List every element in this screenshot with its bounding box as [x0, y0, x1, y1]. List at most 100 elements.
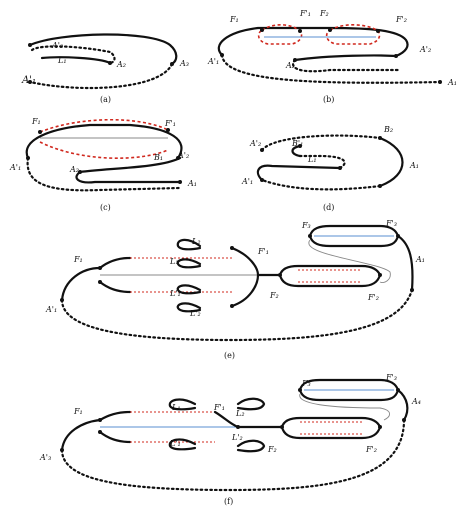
panel-e-point	[60, 298, 64, 302]
label-e-L2p: L'₂	[189, 309, 201, 318]
panel-b-outer-solid-curve	[217, 26, 409, 58]
panel-d-lower-dotted-curve	[260, 178, 382, 191]
panel-e-right-lens-lower	[278, 273, 382, 288]
label-f-F1: F₁	[73, 407, 83, 416]
panel-e-right-red	[298, 269, 362, 283]
caption-a: (a)	[100, 95, 111, 104]
panel-e-L2-loop	[176, 238, 202, 251]
label-f-F2p: F'₂	[365, 445, 377, 454]
label-e-F3: F₃	[301, 221, 311, 230]
label-a-L1: L₁	[57, 56, 67, 65]
panel-a-point	[108, 61, 112, 65]
panel-f-point	[378, 425, 382, 429]
panel-f-right-lens-lower	[280, 425, 382, 440]
panel-d-left-solid-curve	[256, 164, 342, 182]
panel-e-left-lens-upper	[98, 256, 132, 270]
panel-a-outer-solid-curve	[28, 33, 178, 66]
panel-b-point	[376, 29, 380, 33]
label-b-F1p: F'₁	[299, 9, 311, 18]
label-d-A1: A₁	[409, 161, 419, 170]
panel-e-gray-link	[308, 239, 391, 283]
panel-d: A'₂ B'₁ B₂ L₁ A₁ A'₁ (d)	[241, 125, 419, 212]
panel-d-point	[378, 184, 382, 188]
label-c-A1: A₁	[187, 179, 197, 188]
panel-d-inner-solid-curve	[291, 144, 302, 158]
panel-f-left-solid-curve	[60, 418, 102, 452]
panel-d-right-solid-curve	[378, 136, 404, 188]
label-e-A1: A₁	[415, 255, 425, 264]
panel-d-point	[378, 136, 382, 140]
label-c-A1p: A'₁	[9, 163, 21, 172]
panel-b-point	[328, 28, 332, 32]
label-c-A2p: A'₂	[177, 151, 189, 160]
panel-f-L1p-loop	[168, 438, 197, 451]
label-f-F1p: F'₁	[213, 403, 225, 412]
panel-f-point	[280, 425, 284, 429]
label-f-A4: A₄	[411, 397, 421, 406]
panel-e-point	[396, 234, 400, 238]
panel-c-point	[166, 128, 170, 132]
panel-e-point	[308, 234, 312, 238]
label-e-L1: L₁	[169, 257, 179, 266]
label-e-A1p: A'₁	[45, 305, 57, 314]
panel-f: F₁ L₁ L'₁ F'₁ L₂ L'₂ F₂ F'₂ F₃ F'₃ A₄ A'…	[39, 373, 421, 506]
panel-b-inner-solid-curve	[293, 54, 398, 62]
panel-e-point	[278, 273, 282, 277]
panel-e-point	[98, 280, 102, 284]
panel-c: F₁ F'₁ B₁ A'₂ A'₁ A₂ A₁ (c)	[9, 117, 197, 212]
label-c-F1: F₁	[31, 117, 41, 126]
label-f-L1: L₁	[171, 403, 181, 412]
panel-a-point	[170, 62, 174, 66]
panel-f-point	[98, 430, 102, 434]
panel-e-point	[230, 304, 234, 308]
caption-e: (e)	[224, 351, 235, 360]
panel-f-point	[98, 418, 102, 422]
label-b-F2: F₂	[319, 9, 329, 18]
panel-f-L2p-loop	[236, 439, 266, 453]
panel-c-lower-solid-curve	[75, 170, 182, 184]
panel-b-point	[220, 53, 224, 57]
label-c-B1: B₁	[153, 153, 163, 162]
label-f-L2: L₂	[235, 409, 245, 418]
panel-b-red-loop-1	[257, 24, 303, 45]
panel-c-point	[26, 156, 30, 160]
label-e-F1p: F'₁	[257, 247, 269, 256]
label-b-A2: A₂	[285, 61, 295, 70]
panel-a-point	[28, 80, 32, 84]
label-b-A1: A₁	[447, 78, 457, 87]
label-e-F2p: F'₂	[367, 293, 379, 302]
panel-c-red-lower-arc	[39, 141, 169, 159]
panel-f-point	[60, 448, 64, 452]
panel-f-right-lens-upper	[280, 416, 382, 429]
label-d-B2: B₂	[383, 125, 393, 134]
panel-e-L2p-loop	[176, 302, 202, 313]
panel-d-inner-dotted-curve	[298, 154, 346, 170]
label-e-F1: F₁	[73, 255, 83, 264]
label-b-A2p: A'₂	[419, 45, 431, 54]
panel-a-inner-dotted-curve	[30, 45, 116, 65]
panel-f-point	[402, 418, 406, 422]
panel-b-point	[298, 29, 302, 33]
panel-f-L1-loop	[168, 398, 197, 411]
panel-b-point	[293, 58, 297, 62]
panel-e-left-lens-lower	[98, 280, 132, 294]
caption-d: (d)	[323, 203, 334, 212]
label-d-Bp: B'₁	[291, 139, 303, 148]
panel-e-outer-dotted-curve	[60, 288, 414, 342]
label-f-F3: F₃	[301, 379, 311, 388]
panel-c-point	[178, 180, 182, 184]
panel-e-point	[98, 266, 102, 270]
label-c-A2: A₂	[69, 165, 79, 174]
panel-f-point	[298, 388, 302, 392]
panel-c-point	[176, 156, 180, 160]
panel-b-outer-dotted-curve	[220, 53, 442, 84]
label-e-F2: F₂	[269, 291, 279, 300]
label-f-L1p: L'₁	[169, 439, 181, 448]
panel-e-L1-loop	[176, 258, 202, 269]
panel-b: F₁ F'₁ F₂ F'₂ A'₂ A'₁ A₂ A₁ (b)	[207, 9, 457, 104]
label-d-L1: L₁	[307, 155, 317, 164]
label-b-F2p: F'₂	[395, 15, 407, 24]
caption-f: (f)	[224, 497, 233, 506]
panel-f-point	[396, 388, 400, 392]
